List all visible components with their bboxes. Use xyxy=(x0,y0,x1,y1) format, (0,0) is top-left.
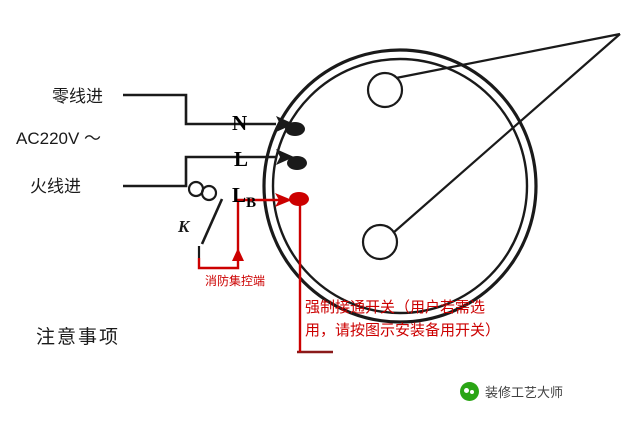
arrow-terminal-lb xyxy=(275,193,292,207)
label-switch-k: K xyxy=(178,217,190,236)
arrow-terminal-n xyxy=(276,116,294,132)
label-force-switch-note: 强制接通开关（用户若需选 用，请按图示安装备用开关） xyxy=(305,299,501,340)
watermark: 装修工艺大师 xyxy=(460,382,563,401)
terminal-lb-subscript: B xyxy=(246,195,257,212)
terminal-dot-n xyxy=(285,122,305,136)
label-fire-control-terminal: 消防集控端 xyxy=(205,274,266,288)
label-supply-voltage: AC220V ～ xyxy=(16,129,102,148)
device-outer-circle xyxy=(262,48,538,324)
arrow-fire-control-up xyxy=(232,248,244,261)
watermark-text: 装修工艺大师 xyxy=(485,385,564,400)
wire-fire-control xyxy=(197,198,284,270)
wire-live xyxy=(123,155,276,188)
label-live-in: 火线进 xyxy=(30,177,81,196)
label-notice-title: 注意事项 xyxy=(36,327,121,348)
switch-contact-lower xyxy=(200,184,218,202)
wechat-logo-icon xyxy=(460,382,479,401)
terminal-dot-lb xyxy=(289,192,309,206)
terminal-label-lb: LB xyxy=(232,182,256,213)
wire-neutral xyxy=(123,93,276,126)
mount-hole-bottom xyxy=(361,223,399,261)
arrow-terminal-l xyxy=(276,149,294,165)
leader-line-bottom xyxy=(392,33,621,234)
terminal-dot-l xyxy=(287,156,307,170)
terminal-label-n: N xyxy=(232,111,248,135)
terminal-label-l: L xyxy=(234,147,249,171)
switch-lever xyxy=(200,198,224,245)
switch-contact-upper xyxy=(187,180,205,198)
mount-hole-top xyxy=(366,71,404,109)
device-inner-circle xyxy=(271,57,529,315)
label-neutral-in: 零线进 xyxy=(52,87,103,106)
terminal-lb-base: L xyxy=(232,183,247,207)
leader-line-top xyxy=(395,32,621,80)
